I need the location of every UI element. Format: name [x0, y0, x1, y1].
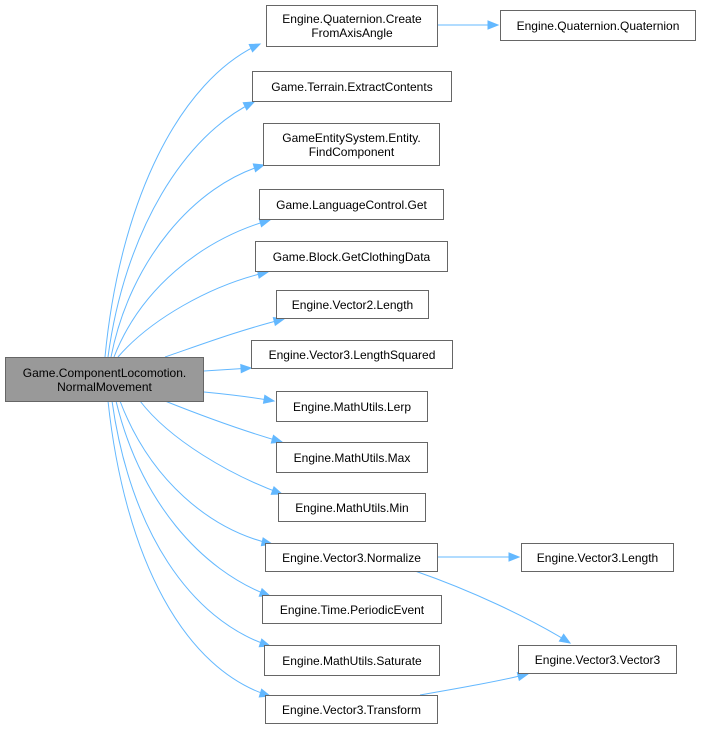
arrowhead-icon [487, 20, 500, 30]
node-quaternion-ctor[interactable]: Engine.Quaternion.Quaternion [500, 10, 696, 41]
node-mathutils-min[interactable]: Engine.MathUtils.Min [278, 493, 426, 522]
edge-root-to-time-periodic-event [115, 400, 272, 597]
arrowhead-icon [242, 101, 256, 111]
node-language-get[interactable]: Game.LanguageControl.Get [259, 189, 444, 220]
edge-line [203, 391, 275, 402]
edge-root-to-language-get [113, 218, 272, 358]
edge-vector3-normalize-to-vector3-length [436, 552, 521, 562]
node-create-from-axis-angle[interactable]: Engine.Quaternion.Create FromAxisAngle [266, 5, 438, 47]
edge-root-to-find-component [110, 163, 266, 358]
edge-line [117, 271, 269, 358]
edge-line [414, 570, 571, 644]
edge-root-to-vector3-length-squared [203, 363, 253, 374]
node-vector3-transform[interactable]: Engine.Vector3.Transform [265, 695, 438, 724]
arrowhead-icon [240, 363, 253, 374]
edge-root-to-mathutils-lerp [203, 391, 276, 404]
node-vector2-length[interactable]: Engine.Vector2.Length [276, 290, 429, 319]
node-mathutils-saturate[interactable]: Engine.MathUtils.Saturate [264, 645, 440, 676]
edge-line [113, 219, 271, 358]
edge-line [139, 400, 283, 495]
node-extract-contents[interactable]: Game.Terrain.ExtractContents [252, 71, 452, 102]
edge-root-to-extract-contents [107, 101, 256, 358]
edge-root-to-create-from-axis-angle [104, 43, 262, 358]
edge-root-to-vector3-normalize [119, 400, 274, 547]
node-mathutils-max[interactable]: Engine.MathUtils.Max [276, 442, 428, 473]
arrowhead-icon [558, 633, 572, 644]
arrowhead-icon [248, 43, 262, 53]
node-vector3-length-squared[interactable]: Engine.Vector3.LengthSquared [251, 340, 453, 369]
edge-line [119, 400, 273, 545]
arrowhead-icon [258, 688, 272, 698]
arrowhead-icon [270, 485, 284, 495]
edge-root-to-mathutils-min [139, 400, 284, 495]
edge-line [419, 673, 529, 696]
edge-root-to-vector3-transform [107, 400, 272, 698]
edge-create-from-axis-angle-to-quaternion-ctor [437, 20, 500, 30]
edge-root-to-get-clothing-data [117, 269, 270, 358]
node-vector3-ctor[interactable]: Engine.Vector3.Vector3 [518, 645, 677, 674]
arrowhead-icon [258, 218, 272, 228]
edge-line [164, 400, 283, 443]
arrowhead-icon [508, 552, 521, 562]
node-find-component[interactable]: GameEntitySystem.Entity. FindComponent [263, 123, 440, 166]
edge-line [115, 400, 271, 597]
edge-line [111, 400, 271, 647]
arrowhead-icon [262, 394, 276, 404]
edge-line [104, 43, 261, 358]
node-mathutils-lerp[interactable]: Engine.MathUtils.Lerp [276, 391, 428, 422]
node-vector3-length[interactable]: Engine.Vector3.Length [521, 543, 674, 572]
arrowhead-icon [252, 163, 266, 173]
node-vector3-normalize[interactable]: Engine.Vector3.Normalize [265, 543, 438, 572]
node-get-clothing-data[interactable]: Game.Block.GetClothingData [255, 241, 448, 272]
edge-root-to-mathutils-saturate [111, 400, 272, 648]
edge-line [164, 318, 285, 358]
edge-root-to-mathutils-max [164, 400, 284, 444]
edge-line [110, 164, 265, 358]
edge-vector3-normalize-to-vector3-ctor [414, 570, 572, 644]
node-time-periodic-event[interactable]: Engine.Time.PeriodicEvent [262, 595, 442, 624]
edge-line [107, 400, 271, 697]
node-root: Game.ComponentLocomotion. NormalMovement [5, 357, 204, 402]
edge-line [107, 101, 255, 358]
